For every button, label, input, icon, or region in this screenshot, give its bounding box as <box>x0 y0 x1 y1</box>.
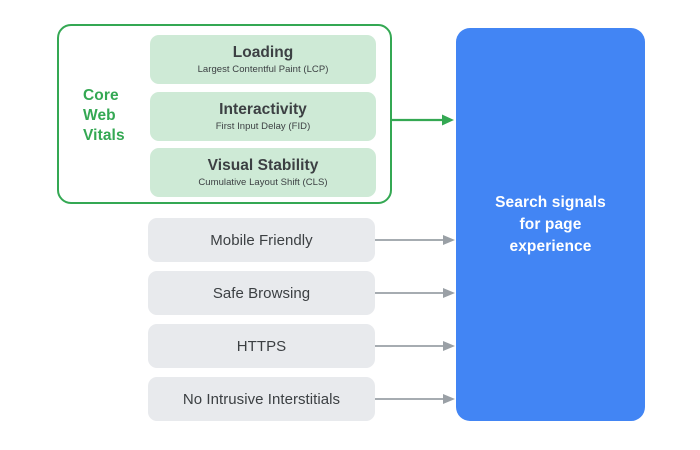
arrow-gray-safe-browsing-icon <box>375 286 455 300</box>
metric-subtitle: First Input Delay (FID) <box>215 120 311 132</box>
signal-card-safe-browsing: Safe Browsing <box>148 271 375 315</box>
metric-card-loading: Loading Largest Contentful Paint (LCP) <box>150 35 376 84</box>
core-web-vitals-label-line-1: Core <box>83 87 119 104</box>
signal-card-mobile-friendly: Mobile Friendly <box>148 218 375 262</box>
metric-card-interactivity: Interactivity First Input Delay (FID) <box>150 92 376 141</box>
core-web-vitals-label-line-2: Web <box>83 107 116 124</box>
signal-label: Mobile Friendly <box>210 231 313 249</box>
search-signals-panel: Search signals for page experience <box>456 28 645 421</box>
core-web-vitals-label-line-3: Vitals <box>83 127 125 144</box>
metric-title: Visual Stability <box>207 156 319 174</box>
signal-label: No Intrusive Interstitials <box>182 390 341 408</box>
metric-card-visual-stability: Visual Stability Cumulative Layout Shift… <box>150 148 376 197</box>
arrow-green-core-web-vitals-icon <box>392 113 454 127</box>
signal-label: HTTPS <box>236 337 287 355</box>
search-signals-line-2: for page <box>519 215 582 233</box>
signal-label: Safe Browsing <box>212 284 311 302</box>
arrow-gray-mobile-friendly-icon <box>375 233 455 247</box>
signal-card-no-intrusive-interstitials: No Intrusive Interstitials <box>148 377 375 421</box>
search-signals-line-3: experience <box>509 237 592 255</box>
search-signals-panel-text: Search signals for page experience <box>477 192 624 258</box>
core-web-vitals-label: Core Web Vitals <box>83 86 143 146</box>
arrow-gray-no-intrusive-interstitials-icon <box>375 392 455 406</box>
metric-subtitle: Largest Contentful Paint (LCP) <box>197 63 329 75</box>
metric-title: Loading <box>232 43 294 61</box>
signal-card-https: HTTPS <box>148 324 375 368</box>
metric-title: Interactivity <box>219 100 307 118</box>
arrow-gray-https-icon <box>375 339 455 353</box>
search-signals-line-1: Search signals <box>495 193 606 211</box>
metric-subtitle: Cumulative Layout Shift (CLS) <box>198 176 328 188</box>
